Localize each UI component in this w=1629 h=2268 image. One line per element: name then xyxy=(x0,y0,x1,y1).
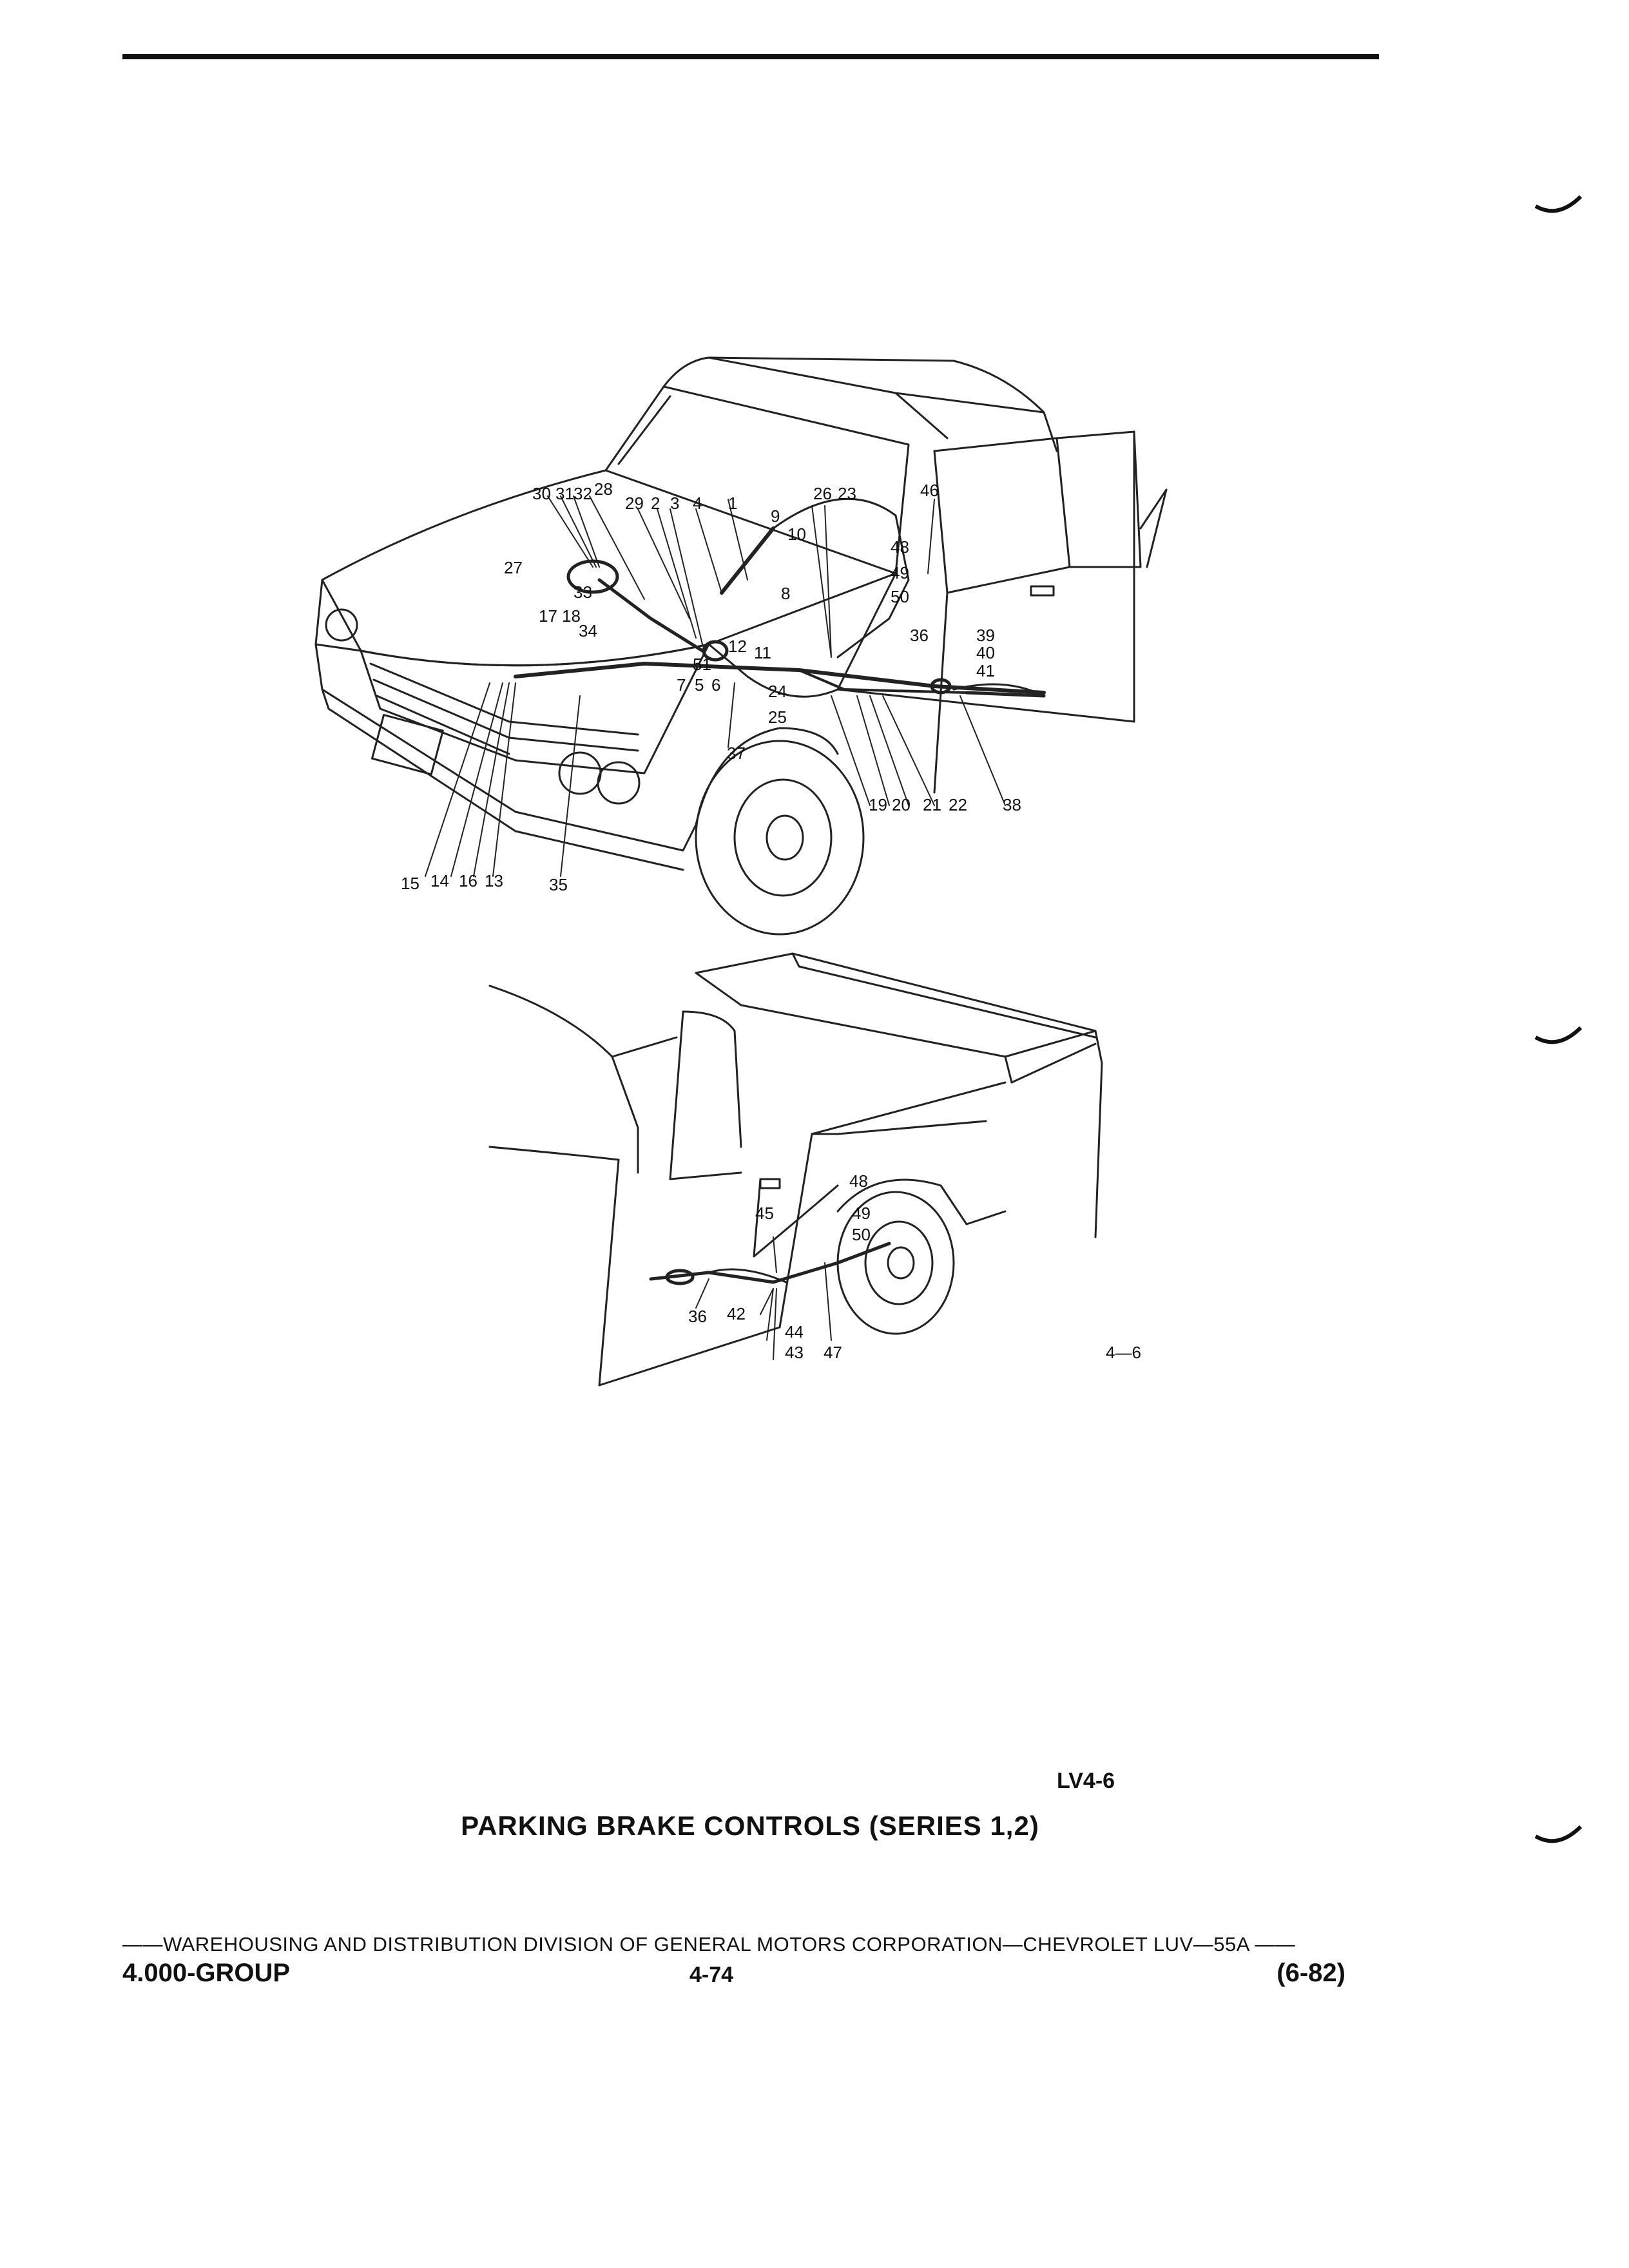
callout-6: 6 xyxy=(711,675,720,695)
callout-20: 20 xyxy=(892,795,911,814)
callout-13: 13 xyxy=(485,871,503,890)
callout-50: 50 xyxy=(891,587,909,606)
figure-code: LV4-6 xyxy=(1057,1769,1115,1793)
footer-publisher-line: ——WAREHOUSING AND DISTRIBUTION DIVISION … xyxy=(122,1933,1296,1956)
callout-26: 26 xyxy=(813,484,832,503)
parking-brake-illustration: 30 31 32 28 29 2 3 4 1 26 23 46 9 10 48 … xyxy=(314,356,1168,1387)
callout-16: 16 xyxy=(459,871,477,890)
callout-14: 14 xyxy=(430,871,449,890)
callout-50-rear: 50 xyxy=(852,1225,871,1244)
callout-9: 9 xyxy=(771,506,780,526)
callout-31: 31 xyxy=(555,484,574,503)
callout-33: 33 xyxy=(574,582,592,602)
callout-48-rear: 48 xyxy=(849,1171,868,1191)
callout-25: 25 xyxy=(768,707,787,727)
callout-17: 17 xyxy=(539,606,557,626)
callout-39: 39 xyxy=(976,626,995,645)
callout-42: 42 xyxy=(727,1304,746,1323)
callout-12: 12 xyxy=(728,637,747,656)
callout-5: 5 xyxy=(695,675,704,695)
callout-51: 51 xyxy=(693,655,711,674)
callout-1: 1 xyxy=(728,494,737,513)
callout-10: 10 xyxy=(787,524,806,544)
callout-40: 40 xyxy=(976,643,995,662)
callout-4: 4 xyxy=(693,494,702,513)
front-callouts: 30 31 32 28 29 2 3 4 1 26 23 46 9 10 48 … xyxy=(401,479,1021,894)
callout-24: 24 xyxy=(768,682,787,701)
callout-8: 8 xyxy=(781,584,790,603)
callout-7: 7 xyxy=(677,675,686,695)
callout-3: 3 xyxy=(670,494,679,513)
callout-27: 27 xyxy=(504,558,523,577)
callout-28: 28 xyxy=(594,479,613,499)
footer-page-number: 4-74 xyxy=(689,1963,734,1987)
top-rule xyxy=(122,54,1379,59)
callout-29: 29 xyxy=(625,494,644,513)
callout-22: 22 xyxy=(949,795,967,814)
callout-30: 30 xyxy=(532,484,551,503)
binder-mark xyxy=(1534,1825,1583,1843)
callout-38: 38 xyxy=(1003,795,1021,814)
rear-callouts: 48 49 50 45 36 42 44 43 47 xyxy=(688,1171,871,1362)
callout-2: 2 xyxy=(651,494,660,513)
callout-44: 44 xyxy=(785,1322,804,1341)
callout-21: 21 xyxy=(923,795,941,814)
callout-37: 37 xyxy=(727,744,746,763)
callout-46: 46 xyxy=(920,481,939,500)
callout-49: 49 xyxy=(891,563,909,582)
binder-mark xyxy=(1534,1026,1583,1044)
callout-19: 19 xyxy=(869,795,887,814)
callout-45: 45 xyxy=(755,1204,774,1223)
binder-mark xyxy=(1534,195,1583,213)
callout-43: 43 xyxy=(785,1343,804,1362)
callout-18: 18 xyxy=(562,606,581,626)
callout-36-rear: 36 xyxy=(688,1307,707,1326)
callout-35: 35 xyxy=(549,875,568,894)
callout-34: 34 xyxy=(579,621,597,640)
callout-11: 11 xyxy=(754,643,771,662)
callout-49-rear: 49 xyxy=(852,1204,871,1223)
callout-41: 41 xyxy=(976,661,995,680)
callout-23: 23 xyxy=(838,484,856,503)
callout-32: 32 xyxy=(574,484,592,503)
callout-47: 47 xyxy=(824,1343,842,1362)
page-caption: PARKING BRAKE CONTROLS (SERIES 1,2) xyxy=(461,1811,1039,1841)
callout-15: 15 xyxy=(401,874,419,893)
callout-48: 48 xyxy=(891,537,909,557)
footer-group: 4.000-GROUP xyxy=(122,1959,291,1987)
callout-36: 36 xyxy=(910,626,929,645)
footer-date: (6-82) xyxy=(1277,1959,1345,1987)
figure-number: 4—6 xyxy=(1106,1343,1141,1362)
